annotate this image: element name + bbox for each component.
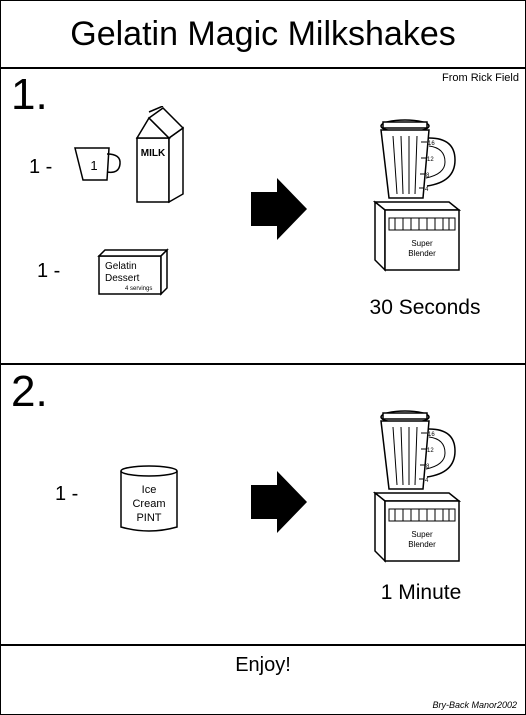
blender-mark-12: 12 (427, 157, 434, 163)
gelatin-label-line2: Dessert (105, 273, 140, 284)
blender-mark-8: 8 (426, 464, 430, 470)
blender-label-line2: Blender (408, 249, 436, 258)
blender-mark-16: 16 (428, 141, 435, 147)
blender-mark-4: 4 (425, 478, 429, 484)
step-2-number: 2. (11, 367, 48, 416)
signature-text: Bry-Back Manor2002 (432, 700, 517, 710)
blender-label-line1: Super (411, 239, 433, 248)
blender-mark-4: 4 (425, 187, 429, 193)
step-1-number: 1. (11, 70, 48, 119)
blender-icon: 16 12 8 4 Super Blender (372, 119, 462, 272)
step-1-panel: 1. From Rick Field 1 - 1 MILK 1 - Gelati… (1, 68, 525, 365)
credit-text: From Rick Field (441, 72, 519, 84)
ice-cream-label-line2: Cream (132, 498, 165, 510)
footer: Enjoy! Bry-Back Manor2002 (1, 646, 525, 714)
milk-carton-icon: MILK (135, 106, 185, 204)
blender-mark-16: 16 (428, 432, 435, 438)
step-2-panel: 2. 1 - Ice Cream PINT 16 (1, 365, 525, 646)
page-title: Gelatin Magic Milkshakes (1, 1, 525, 69)
blender-icon: 16 12 8 4 Super Blender (372, 410, 462, 563)
step-1-duration: 30 Seconds (369, 296, 481, 319)
gelatin-label-line1: Gelatin (105, 261, 137, 272)
right-arrow-icon (251, 178, 307, 240)
ice-cream-label-line1: Ice (142, 484, 157, 496)
step-2-icecream-quantity: 1 - (55, 483, 79, 505)
blender-mark-12: 12 (427, 448, 434, 454)
milk-carton-label: MILK (141, 148, 166, 159)
blender-label-line1: Super (411, 530, 433, 539)
measuring-cup-label: 1 (90, 158, 97, 173)
ice-cream-label-line3: PINT (136, 512, 161, 524)
ice-cream-pint-icon: Ice Cream PINT (120, 465, 178, 532)
step-1-gelatin-quantity: 1 - (37, 260, 61, 282)
blender-mark-8: 8 (426, 173, 430, 179)
gelatin-box-icon: Gelatin Dessert 4 servings (97, 248, 169, 296)
blender-label-line2: Blender (408, 540, 436, 549)
enjoy-text: Enjoy! (235, 654, 291, 676)
measuring-cup-icon: 1 (74, 147, 121, 181)
gelatin-label-line3: 4 servings (125, 286, 152, 292)
step-2-duration: 1 Minute (380, 581, 462, 604)
step-1-cup-quantity: 1 - (29, 156, 53, 178)
right-arrow-icon (251, 471, 307, 533)
